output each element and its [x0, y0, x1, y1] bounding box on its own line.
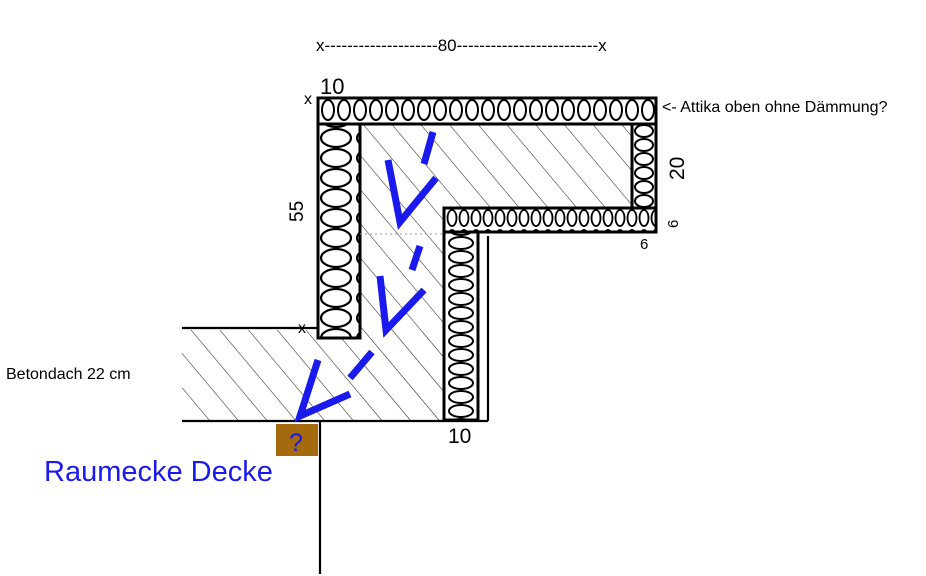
dim-10-bottom-label: 10	[448, 425, 471, 448]
insulation-top	[316, 96, 658, 126]
dim-6-vertical-label: 6	[665, 220, 682, 228]
insulation-inner	[442, 230, 480, 422]
slab-outline	[182, 236, 490, 574]
marker-x-top: x	[304, 91, 312, 108]
attika-note: <- Attika oben ohne Dämmung?	[662, 99, 888, 116]
heat-flow-arrows	[294, 131, 439, 423]
question-mark: ?	[289, 429, 303, 457]
marker-x-mid: x	[298, 320, 306, 337]
betondach-label: Betondach 22 cm	[6, 366, 131, 383]
question-box	[276, 424, 318, 456]
dim-20-label: 20	[666, 157, 689, 180]
raumecke-label: Raumecke Decke	[44, 456, 273, 488]
dim-10-top-label: 10	[320, 74, 344, 99]
dim-55-label: 55	[287, 201, 308, 222]
concrete-body	[182, 124, 632, 420]
dim-6-bottom-label: 6	[640, 236, 648, 253]
insulation-left	[316, 122, 362, 340]
dim-top-label: x--------------------80-----------------…	[316, 36, 607, 55]
insulation-step	[442, 206, 658, 234]
